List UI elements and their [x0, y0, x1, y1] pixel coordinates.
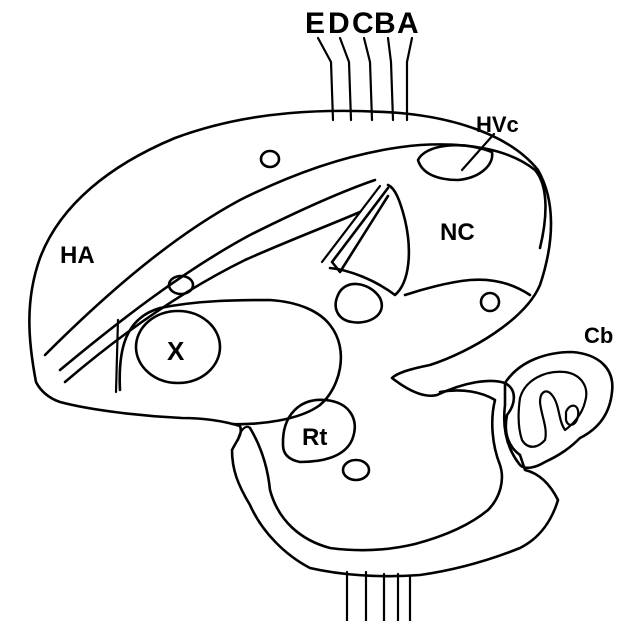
label-hvc: HVc [476, 112, 519, 137]
label-rt: Rt [302, 424, 327, 451]
cerebellum-folia [519, 372, 587, 447]
tract-label-c: C [352, 7, 374, 40]
label-nc: NC [440, 219, 475, 246]
rt-small-nucleus [343, 460, 369, 480]
small-nucleus-top [261, 151, 279, 167]
brain-outline [29, 111, 558, 576]
tract-label-e: E [305, 7, 325, 40]
label-ha: HA [60, 242, 95, 269]
tract-label-b: B [374, 7, 396, 40]
electrode-tracts-bottom [347, 572, 410, 621]
electrode-tracts-top [318, 38, 412, 120]
tract-label-a: A [397, 7, 419, 40]
label-x: X [167, 336, 185, 366]
tract-label-d: D [328, 7, 350, 40]
lamina-third [65, 212, 360, 382]
ventricle-wedge [332, 188, 388, 272]
small-nucleus-nc [481, 293, 499, 311]
nc-boundary [405, 280, 530, 295]
cerebellum-folia-inner [566, 406, 578, 425]
hvc-nucleus [418, 145, 492, 180]
label-cb: Cb [584, 323, 613, 348]
tract-labels: E D C B A [305, 7, 419, 40]
x-region-divider [116, 320, 118, 392]
brainstem-inner-contour [250, 390, 502, 550]
central-loop [336, 284, 382, 323]
